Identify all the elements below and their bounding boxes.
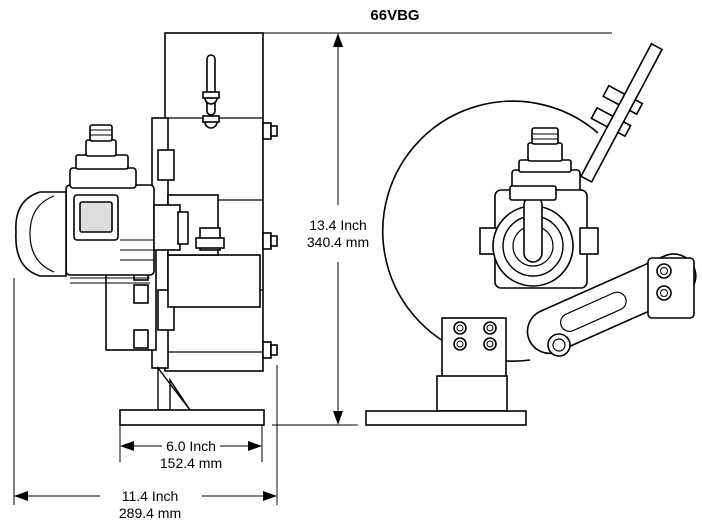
overall-width-mm-label: 289.4 mm — [119, 505, 181, 521]
dimension-overall-width: 11.4 Inch 289.4 mm — [13, 278, 278, 521]
overall-width-inch-label: 11.4 Inch — [122, 488, 179, 504]
dimension-base-width: 6.0 Inch 152.4 mm — [119, 425, 263, 471]
adjust-slot — [206, 54, 216, 116]
pump-fitting — [527, 142, 563, 162]
front-pedestal — [436, 375, 508, 412]
front-base — [365, 410, 527, 426]
motor-top-housing — [69, 167, 137, 189]
base-width-mm-label: 152.4 mm — [160, 455, 222, 471]
side-base — [119, 409, 265, 426]
side-view — [15, 32, 278, 426]
height-inch-label: 13.4 Inch — [309, 217, 367, 233]
base-width-inch-label: 6.0 Inch — [166, 438, 216, 454]
motor-fins — [70, 277, 150, 284]
tube-slot — [523, 195, 543, 263]
top-bracket — [579, 42, 664, 184]
right-studs — [262, 122, 278, 359]
gearbox-block — [167, 254, 261, 308]
dimension-height: 13.4 Inch 340.4 mm — [263, 32, 612, 426]
motor-fitting — [85, 139, 117, 157]
drawing-title: 66VBG — [370, 7, 419, 24]
height-mm-label: 340.4 mm — [307, 234, 369, 250]
motor-end-cap — [15, 191, 67, 277]
front-view — [365, 42, 697, 426]
arm-side-plate — [647, 257, 695, 319]
